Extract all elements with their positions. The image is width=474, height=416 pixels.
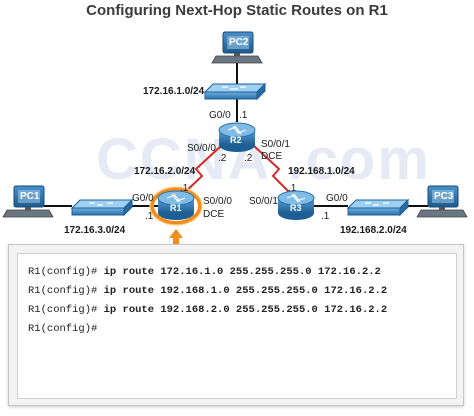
cli-prompt: R1(config)# <box>28 285 98 297</box>
r1-g00-host: .1 <box>145 211 154 222</box>
r1-highlight-ring <box>150 187 202 225</box>
cli-output[interactable]: R1(config)# ip route 172.16.1.0 255.255.… <box>17 253 457 399</box>
r3-s001-host: .1 <box>288 183 297 194</box>
switch-r1-lan-icon <box>70 198 134 217</box>
r3-router-icon <box>277 190 315 220</box>
network-r2-r3-wan: 192.168.1.0/24 <box>288 166 355 177</box>
watermark: CCNA .com <box>96 127 431 192</box>
cli-command: ip route 192.168.2.0 255.255.255.0 172.1… <box>97 304 388 316</box>
diagram-title: Configuring Next-Hop Static Routes on R1 <box>86 2 388 19</box>
r2-s001-host: .2 <box>244 153 253 164</box>
cli-prompt: R1(config)# <box>28 266 98 278</box>
serial-link-r1-r2 <box>180 145 222 197</box>
cli-console: R1(config)# ip route 172.16.1.0 255.255.… <box>8 244 464 406</box>
pc2-icon <box>211 31 263 64</box>
network-r2-lan: 172.16.1.0/24 <box>143 86 205 97</box>
r1-dce-label: DCE <box>203 209 225 220</box>
pc1-label: PC1 <box>20 191 40 202</box>
r1-router-icon <box>157 190 195 220</box>
pc2-label: PC2 <box>229 37 249 48</box>
network-r1-lan: 172.16.3.0/24 <box>64 225 126 236</box>
r3-s001-label: S0/0/1 <box>249 196 278 207</box>
r3-label: R3 <box>290 203 302 213</box>
r2-dce-label: DCE <box>261 151 283 162</box>
r1-s000-label: S0/0/0 <box>203 196 232 207</box>
cli-prompt: R1(config)# <box>28 304 98 316</box>
cli-line: R1(config)# ip route 192.168.2.0 255.255… <box>28 301 456 320</box>
cli-line: R1(config)# <box>28 320 456 339</box>
r3-g00-host: .1 <box>321 211 330 222</box>
r1-label: R1 <box>170 203 182 213</box>
r2-g00-host: .1 <box>239 110 248 121</box>
network-r3-lan: 192.168.2.0/24 <box>340 225 407 236</box>
pc3-icon <box>416 185 468 218</box>
r2-s000-label: S0/0/0 <box>187 143 216 154</box>
switch-r2-lan-icon <box>203 82 267 101</box>
r2-s001-label: S0/0/1 <box>261 139 290 150</box>
cli-line: R1(config)# ip route 172.16.1.0 255.255.… <box>28 263 456 282</box>
r2-router-icon <box>218 122 256 152</box>
r2-s000-host: .2 <box>218 153 227 164</box>
cli-command: ip route 192.168.1.0 255.255.255.0 172.1… <box>97 285 388 297</box>
serial-link-r2-r3 <box>253 145 294 197</box>
cli-command: ip route 172.16.1.0 255.255.255.0 172.16… <box>97 266 381 278</box>
r2-g00-label: G0/0 <box>209 110 231 121</box>
switch-r3-lan-icon <box>346 198 410 217</box>
r2-label: R2 <box>230 135 242 145</box>
cli-line: R1(config)# ip route 192.168.1.0 255.255… <box>28 282 456 301</box>
r1-g00-label: G0/0 <box>132 193 154 204</box>
pointer-arrow-icon <box>169 229 183 246</box>
pc1-icon <box>2 185 54 218</box>
pc3-label: PC3 <box>434 191 454 202</box>
r3-g00-label: G0/0 <box>326 193 348 204</box>
r1-s000-host: .1 <box>180 183 189 194</box>
cli-prompt: R1(config)# <box>28 323 98 335</box>
network-r1-r2-wan: 172.16.2.0/24 <box>134 166 196 177</box>
